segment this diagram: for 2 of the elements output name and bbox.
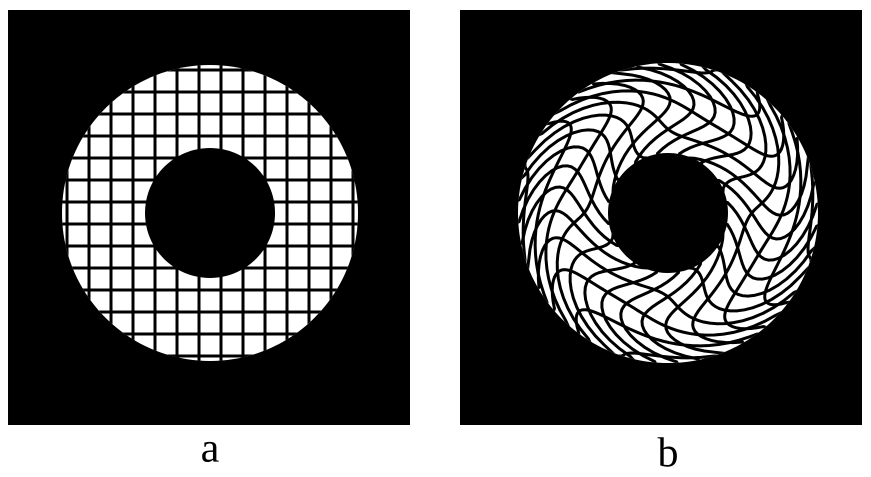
panel-label: a: [202, 442, 219, 462]
panel-label: b: [658, 437, 677, 467]
